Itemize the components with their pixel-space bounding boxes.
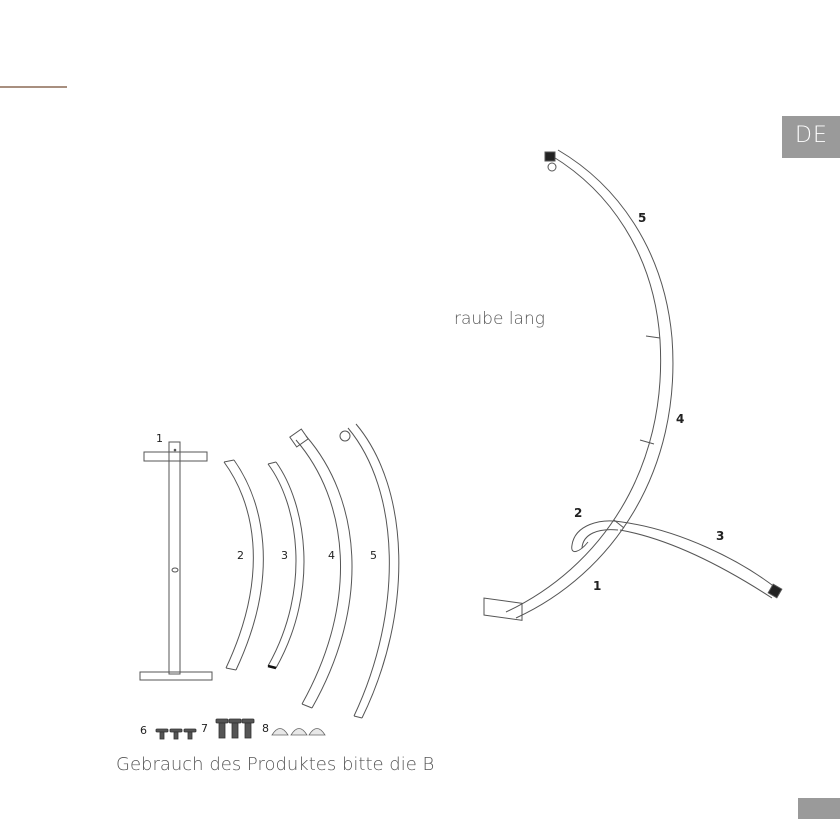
assembled-stand (484, 150, 782, 620)
hardware-label-7: 7 (201, 722, 208, 735)
hardware-6-bolts (156, 729, 196, 739)
hardware-label-8: 8 (262, 722, 269, 735)
part-4-arc (290, 429, 352, 708)
part-label-5: 5 (370, 549, 377, 562)
hardware-label-6: 6 (140, 724, 147, 737)
assembled-label-4: 4 (676, 412, 684, 426)
part-5-arc (340, 424, 399, 718)
assembled-label-2: 2 (574, 506, 582, 520)
part-label-2: 2 (237, 549, 244, 562)
part-2-arc (224, 460, 263, 670)
part-label-3: 3 (281, 549, 288, 562)
hardware-7-long-bolts (216, 719, 254, 738)
hardware-8-caps (272, 729, 325, 736)
assembled-label-5: 5 (638, 211, 646, 225)
part-label-4: 4 (328, 549, 335, 562)
part-1-post (140, 442, 212, 680)
part-label-1: 1 (156, 432, 163, 445)
assembled-label-3: 3 (716, 529, 724, 543)
part-3-arc (268, 462, 304, 668)
assembled-label-1: 1 (593, 579, 601, 593)
